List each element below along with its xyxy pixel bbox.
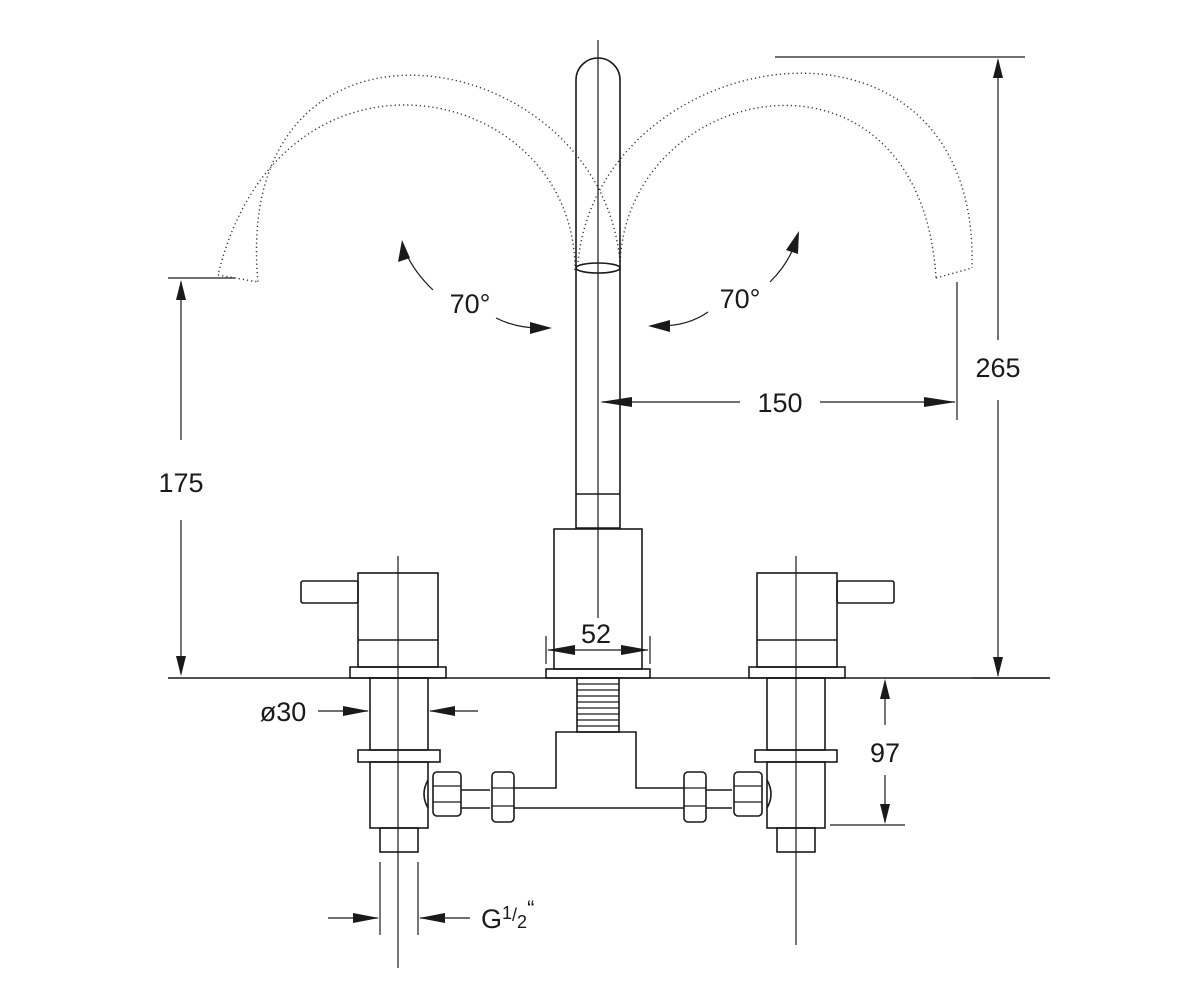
right-handle-valve	[748, 556, 895, 945]
dim-spout-reach: 150	[600, 282, 958, 420]
dim-below-deck: 97	[830, 679, 905, 826]
dim-52-label: 52	[581, 619, 611, 649]
left-swivel-spout-outline	[217, 74, 621, 283]
dim-thread-label: G1/2“	[481, 896, 534, 934]
swivel-right-indicator: 70°	[648, 231, 799, 332]
left-nuts	[423, 771, 515, 823]
right-swivel-spout-outline	[577, 72, 973, 279]
dim-body-width: 52	[545, 619, 651, 664]
left-handle-valve	[300, 556, 447, 968]
swivel-right-label: 70°	[720, 284, 761, 314]
dim-175-label: 175	[158, 468, 203, 498]
swivel-left-label: 70°	[450, 289, 491, 319]
dim-o30-label: ø30	[260, 697, 307, 727]
dim-handle-diameter: ø30	[260, 697, 478, 727]
threaded-shank	[576, 677, 620, 733]
dim-265-label: 265	[975, 353, 1020, 383]
dim-total-height: 265	[775, 56, 1050, 679]
dim-150-label: 150	[757, 388, 802, 418]
dim-97-label: 97	[870, 738, 900, 768]
swivel-left-indicator: 70°	[398, 240, 552, 334]
dim-thread-size: G1/2“	[328, 862, 534, 935]
right-nuts	[683, 771, 772, 823]
dim-spout-height: 175	[158, 277, 235, 676]
